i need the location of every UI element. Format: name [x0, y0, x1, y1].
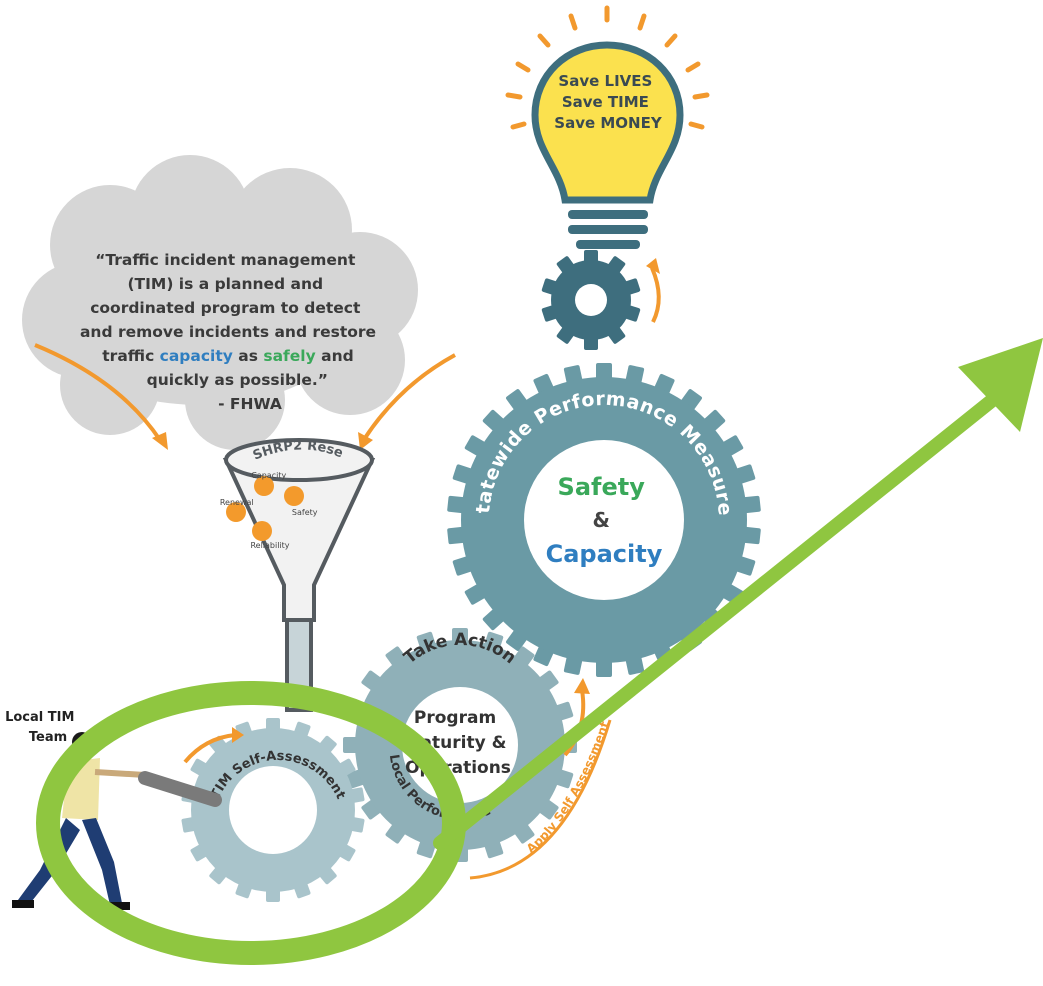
small-gear — [541, 250, 641, 350]
statewide-capacity: Capacity — [546, 540, 663, 568]
quote-line-1: “Traffic incident management — [95, 251, 356, 269]
team-label-1: Local TIM — [5, 710, 74, 725]
left-input-arrowhead — [152, 432, 168, 450]
bulb-line-1: Save LIVES — [558, 72, 652, 90]
quote-attribution: - FHWA — [218, 395, 282, 413]
gear-tooth — [596, 363, 612, 381]
bulb-line-3: Save MONEY — [554, 114, 663, 132]
dot-renewal: Renewal — [220, 498, 254, 507]
right-input-arrow — [363, 353, 456, 440]
dot-reliability: Reliability — [250, 541, 289, 550]
apply-findings-arc — [469, 719, 612, 880]
quote-line-5-mid: as — [233, 347, 263, 365]
dot-capacity: Capacity — [251, 471, 286, 480]
svg-text:“Traffic incident management: “Traffic incident management (TIM) is a … — [80, 251, 376, 341]
trend-arrowhead — [958, 338, 1043, 432]
quote-line-3: coordinated program to detect — [90, 299, 361, 317]
gear-tooth — [343, 737, 359, 753]
svg-text:Local TIM Team: Local TIM Team — [5, 710, 79, 745]
right-input-arrowhead — [358, 432, 373, 450]
quote-cloud: “Traffic incident management (TIM) is a … — [22, 155, 418, 450]
svg-text:Capacity Safety Re: Capacity Safety Renewal Reliability — [220, 471, 320, 550]
quote-line-5-post: and — [316, 347, 354, 365]
svg-text:traffic capacity as safely and: traffic capacity as safely and — [102, 347, 353, 365]
bulb-base-2 — [568, 225, 648, 234]
bulb-line-2: Save TIME — [562, 93, 649, 111]
self-assessment-gear: TIM Self-Assessment — [181, 718, 365, 902]
quote-line-5-pre: traffic — [102, 347, 159, 365]
take-action-arrowhead — [574, 678, 590, 694]
small-gear-arrowhead — [646, 258, 660, 274]
bulb-glass — [531, 41, 684, 204]
quote-safely-word: safely — [263, 347, 315, 365]
highlight-overlay — [36, 338, 1043, 965]
svg-text:Save LIVES Save TIME: Save LIVES Save TIME Save MONEY — [554, 72, 663, 132]
take-action-center-1: Program — [414, 708, 496, 728]
statewide-safety: Safety — [558, 473, 646, 501]
statewide-amp: & — [592, 508, 609, 532]
quote-line-6: quickly as possible.” — [147, 371, 328, 389]
self-assessment-arrow — [183, 733, 236, 764]
svg-text:Safety & Capacity: Safety & Capacity — [546, 473, 663, 568]
bulb-base-3 — [576, 240, 640, 249]
bulb-base-1 — [568, 210, 648, 219]
trend-arrow-shaft — [433, 391, 1002, 850]
small-gear-arrow — [650, 267, 661, 323]
gear-tooth — [452, 628, 468, 644]
dot-safety: Safety — [292, 508, 318, 517]
left-input-arrow — [34, 343, 162, 442]
quote-line-2: (TIM) is a planned and — [127, 275, 323, 293]
svg-text:quickly as possible.” -: quickly as possible.” - FHWA — [147, 371, 334, 413]
lightbulb: Save LIVES Save TIME Save MONEY — [505, 5, 710, 249]
quote-line-4: and remove incidents and restore — [80, 323, 376, 341]
team-label-2: Team — [29, 730, 67, 745]
bulb-rays — [505, 5, 710, 130]
gear-tooth — [596, 659, 612, 677]
self-assessment-arrowhead — [232, 727, 244, 743]
quote-capacity-word: capacity — [160, 347, 233, 365]
